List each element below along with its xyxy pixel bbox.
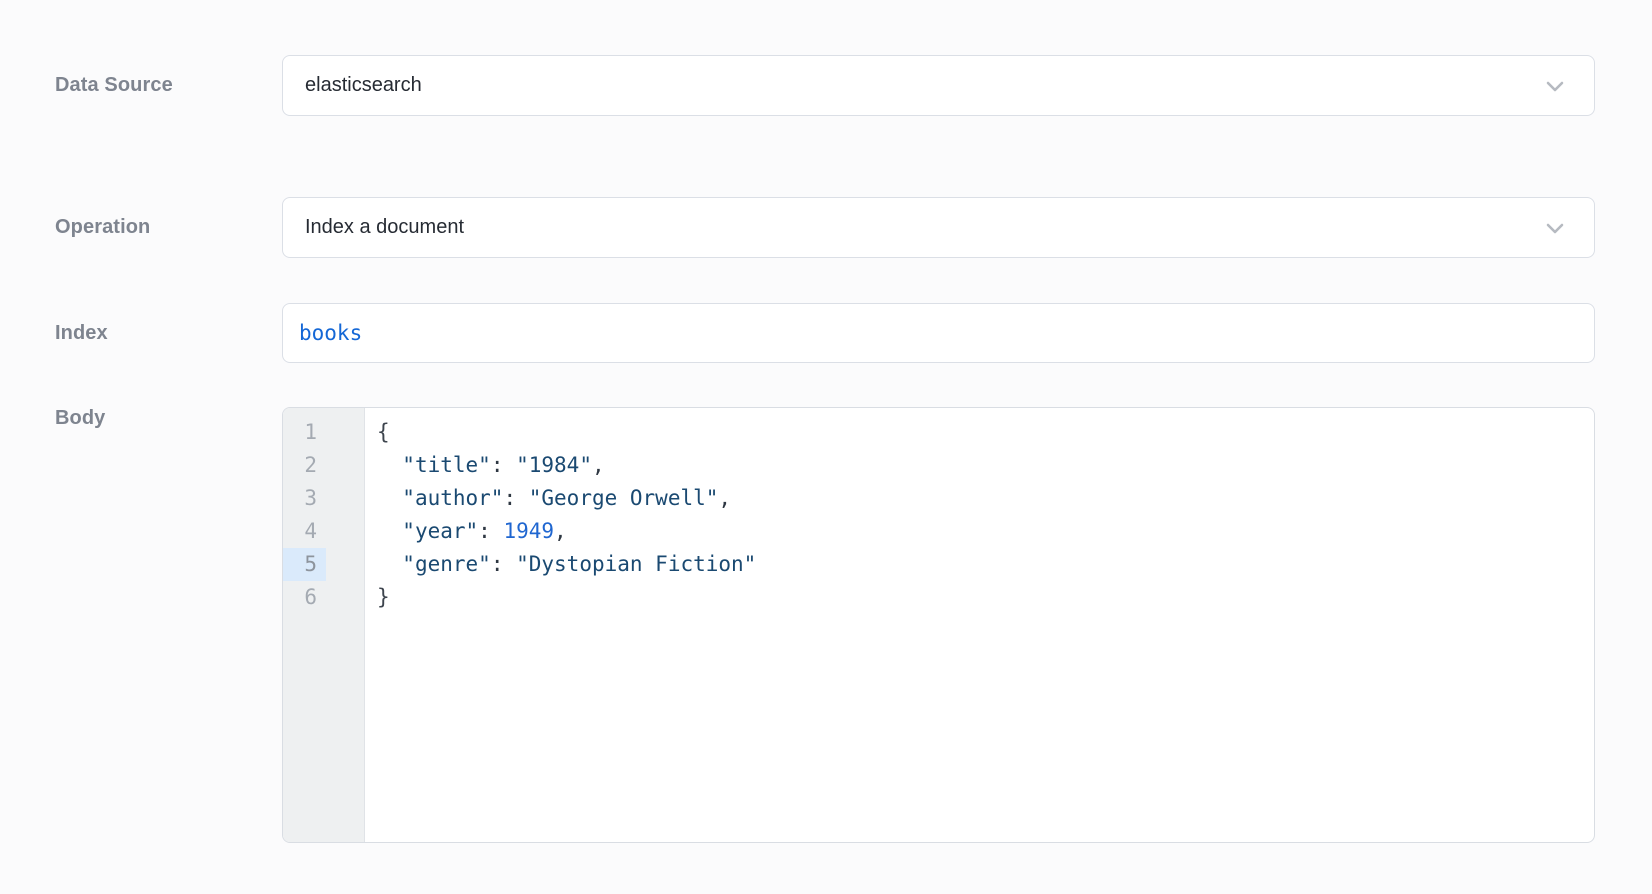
operation-select[interactable]: Index a document: [282, 197, 1595, 258]
chevron-down-icon: [1542, 73, 1568, 99]
code-content[interactable]: { "title": "1984", "author": "George Orw…: [365, 408, 1594, 842]
body-code-editor[interactable]: 1 2 3 4 5 6 { "title": "1984", "author": "Geo…: [282, 407, 1595, 843]
data-source-value: elasticsearch: [305, 74, 422, 96]
line-number: 6: [304, 585, 317, 609]
index-label: Index: [55, 321, 108, 344]
code-line: {: [377, 420, 390, 444]
operation-row: Operation Index a document: [0, 197, 1595, 258]
line-number-gutter: 1 2 3 4 5 6: [283, 408, 365, 842]
body-row: Body 1 2 3 4 5 6 { "title": "1984", "author":…: [0, 407, 1595, 843]
data-source-label: Data Source: [55, 74, 173, 96]
node-parameters-form: Data Source elasticsearch Operation Inde…: [0, 55, 1595, 843]
index-input[interactable]: books: [282, 303, 1595, 363]
line-number: 2: [304, 453, 317, 477]
code-line: "genre": "Dystopian Fiction": [402, 552, 757, 576]
line-number: 3: [304, 486, 317, 510]
operation-label: Operation: [55, 216, 151, 238]
chevron-down-icon: [1542, 215, 1568, 241]
code-line: }: [377, 585, 390, 609]
data-source-select[interactable]: elasticsearch: [282, 55, 1595, 116]
operation-value: Index a document: [305, 216, 464, 238]
data-source-row: Data Source elasticsearch: [0, 55, 1595, 116]
line-number: 5: [283, 548, 364, 581]
code-line: "title": "1984",: [402, 453, 605, 477]
index-row: Index books: [0, 303, 1595, 363]
index-input-value: books: [299, 321, 363, 345]
body-label: Body: [55, 407, 106, 429]
line-number: 1: [304, 420, 317, 444]
code-line: "year": 1949,: [402, 519, 567, 543]
code-line: "author": "George Orwell",: [402, 486, 732, 510]
line-number: 4: [304, 519, 317, 543]
